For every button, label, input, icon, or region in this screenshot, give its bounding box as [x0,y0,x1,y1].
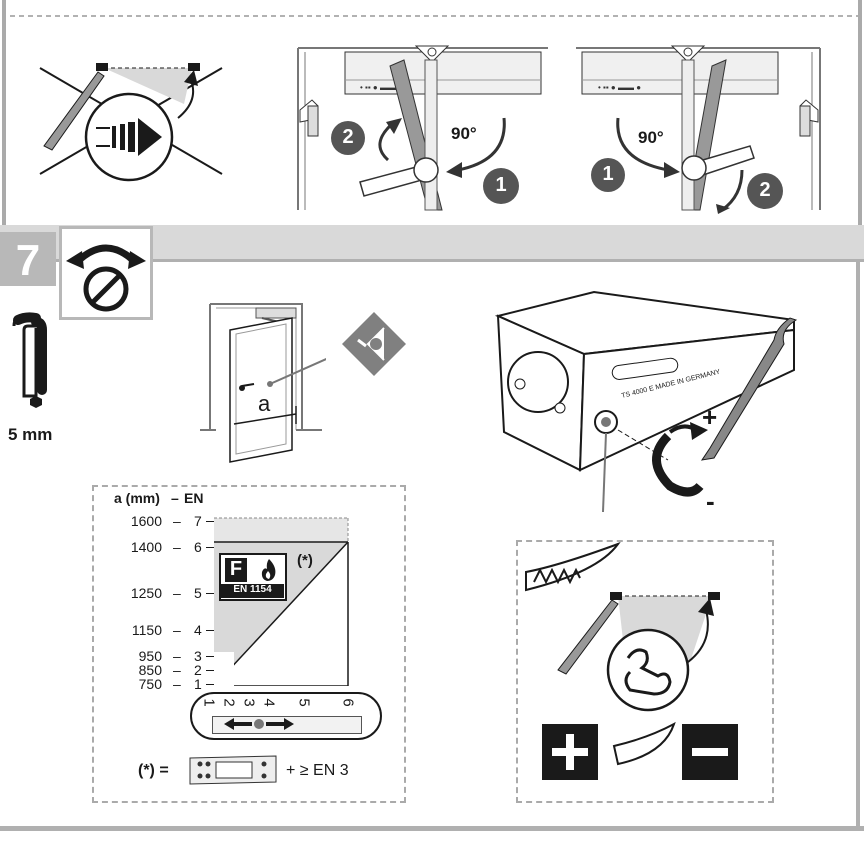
fire-letter: F [229,558,243,580]
chart-y-tick-sep: – [173,622,181,638]
chart-y-tick-en: 5 [194,585,202,601]
svg-text:• ▪▪ ● ▬▬ ●: • ▪▪ ● ▬▬ ● [598,83,641,92]
chart-y-tick-sep: – [173,648,181,664]
fire-standard-box [221,584,284,598]
dial-tick-label: 5 [295,698,313,707]
step-marker-1-right [591,158,625,192]
chart-y-tick-a: 1400 [130,539,162,555]
chart-y-tick-sep: – [173,662,181,678]
chart-y-tick-a: 950 [138,648,162,664]
closer-rotation-left: • ▪▪ ● ▬▬ ● [297,45,548,211]
closer-minus-label: - [706,486,715,516]
chart-y-tick-en: 6 [194,539,202,555]
strike-plate-icon [186,754,280,786]
step-marker-2-left [331,121,365,155]
chart-y-tick-a: 850 [138,662,162,678]
dial-tick-label: 3 [240,698,258,707]
chart-y-tick-sep: – [173,539,181,555]
chart-y-tick-a: 750 [138,676,162,692]
chart-y-tick-en: 4 [194,622,202,638]
chart-y-tick-a: 1150 [131,622,162,638]
chart-ylabel-a: a (mm) [114,490,160,506]
chart-y-tick-sep: – [173,676,181,692]
door-illustration [196,296,326,466]
chart-y-tick-sep: – [173,585,181,601]
fire-rating-badge: F EN 1154 [219,553,287,601]
dial-tick-label: 2 [220,698,238,707]
footnote-right: + ≥ EN 3 [286,762,349,779]
eye-view-icon [340,310,408,378]
closer-rotation-right: • ▪▪ ● ▬▬ ● [576,45,821,214]
chart-plot [214,512,354,686]
chart-y-tick-mark [206,656,214,657]
closer-plus-label: + [702,402,718,432]
adjust-icon-box [59,226,153,320]
chart-y-tick-en: 3 [194,648,202,664]
bottom-border [0,826,864,831]
chart-y-tick-mark [206,630,214,631]
top-panel: • ▪▪ ● ▬▬ ● • ▪▪ ● ▬▬ ● [0,0,864,225]
wrong-method-illustration [39,63,223,182]
footnote-left: (*) = [138,762,169,779]
step-marker-2-right-text: 2 [759,179,771,201]
step-number: 7 [15,236,41,285]
chart-ylabel-en: EN [184,490,204,506]
closer-body-illustration: TS 4000 E MADE IN GERMANY [494,290,816,512]
fire-asterisk: (*) [297,552,313,569]
fire-letter-box [225,558,247,582]
step-marker-1-left [483,168,519,204]
right-border [856,259,860,826]
rotate-adjust-icon [66,244,146,312]
fire-standard: EN 1154 [233,584,272,595]
chart-y-tick-mark [206,521,214,522]
dial-tick-label: 1 [200,698,218,707]
adjust-dial [190,692,382,740]
chart-y-tick-mark [206,670,214,671]
chart-ylabel-sep: – [171,490,179,506]
svg-text:• ▪▪ ● ▬▬ ●: • ▪▪ ● ▬▬ ● [360,83,403,92]
door-width-label: a [258,391,271,416]
chart-y-tick-a: 1600 [130,513,162,529]
step-number-box [0,232,56,286]
chart-panel [92,485,406,803]
hex-key-size: 5 mm [8,425,53,444]
flame-icon [261,559,276,581]
dial-arrows-icon [224,718,294,730]
chart-y-tick-en: 2 [194,662,202,678]
step-marker-1-left-text: 1 [495,174,507,196]
angle-label-right: 90° [638,128,664,147]
step-marker-2-right [747,173,783,209]
chart-y-tick-en: 1 [194,676,202,692]
chart-y-tick-sep: – [173,513,181,529]
chart-y-tick-a: 1250 [130,585,162,601]
chart-y-tick-mark [206,684,214,685]
dial-tick-label: 4 [260,698,278,707]
step-marker-2-left-text: 2 [342,126,354,148]
chart-y-tick-en: 7 [194,513,202,529]
spring-force-panel [516,540,774,803]
hex-key-icon [8,308,50,408]
step-marker-1-right-text: 1 [602,163,614,185]
chart-y-tick-mark [206,593,214,594]
chart-y-tick-mark [206,547,214,548]
angle-label-left: 90° [451,124,477,143]
dial-tick-label: 6 [339,698,357,707]
